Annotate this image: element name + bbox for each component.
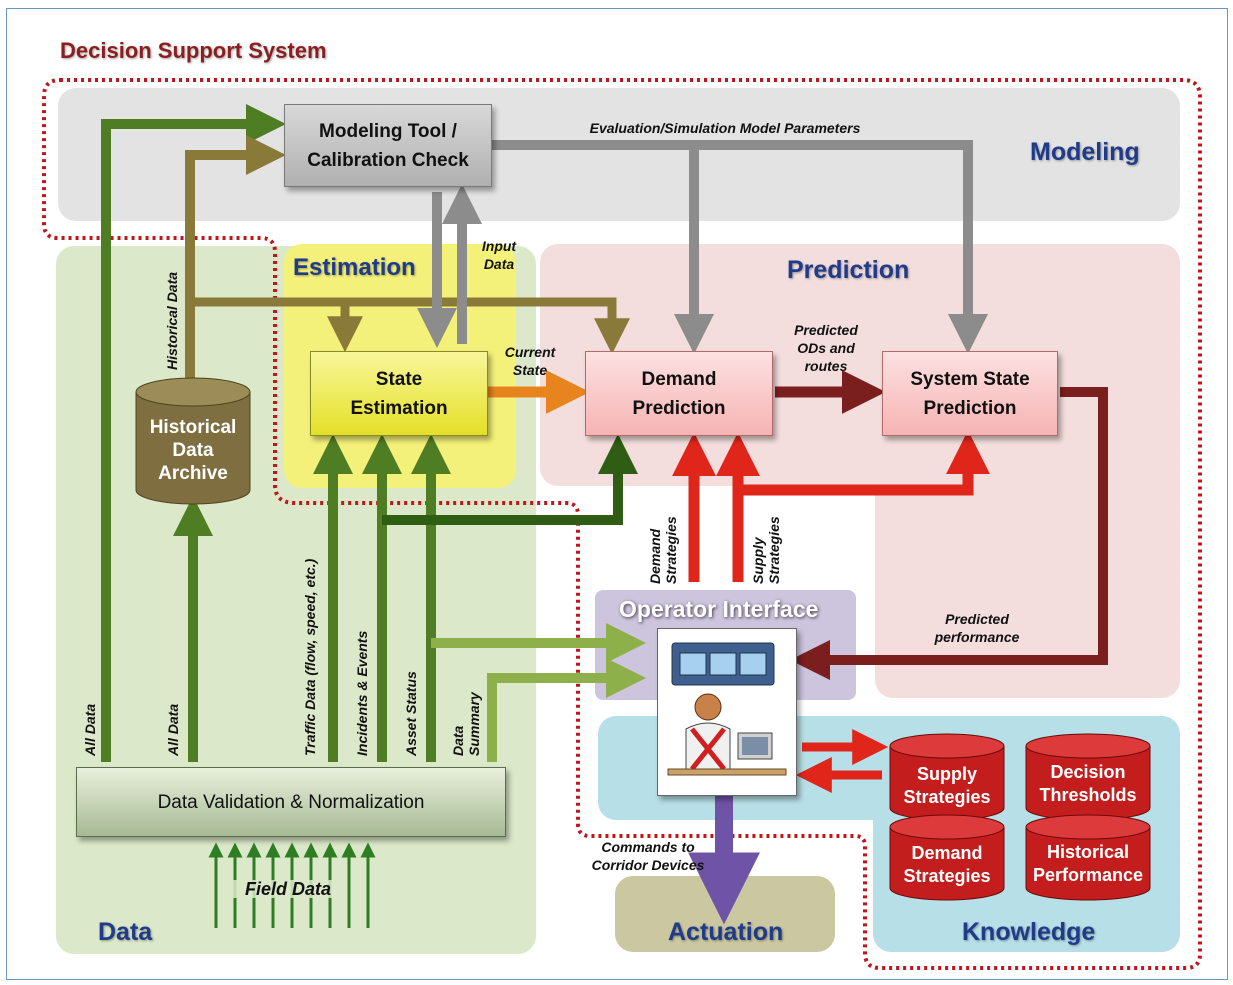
modeling-tool-box[interactable]: Modeling Tool / Calibration Check: [284, 104, 492, 187]
decision-thresholds-label[interactable]: Decision Thresholds: [1039, 762, 1137, 805]
knowledge-label: Knowledge: [962, 918, 1096, 946]
operator-interface-label: Operator Interface: [619, 596, 819, 622]
commands-label: Commands to Corridor Devices: [591, 839, 705, 873]
operator-icon: [667, 642, 787, 776]
incidents-to-demand-arrow: [382, 434, 638, 525]
data-summary-label: Data Summary: [450, 692, 482, 756]
current-state-label: Current State: [504, 344, 556, 378]
field-data-label: Field Data: [230, 880, 346, 898]
all-data-arrow: [101, 104, 286, 762]
historical-data-to-prediction-arrow: [190, 297, 630, 355]
eval-params-label: Evaluation/Simulation Model Parameters: [589, 120, 861, 136]
estimation-label: Estimation: [293, 254, 416, 281]
prediction-region-lower: [875, 400, 1180, 698]
demand-prediction-box[interactable]: Demand Prediction: [585, 351, 773, 436]
incidents-events-label: Incidents & Events: [354, 630, 370, 756]
actuation-label: Actuation: [668, 918, 784, 946]
predicted-ods-label: Predicted ODs and routes: [794, 322, 858, 374]
supply-strategies-store: [889, 733, 1005, 821]
system-state-prediction-box[interactable]: System State Prediction: [882, 351, 1058, 436]
all-data-label-2: All Data: [165, 703, 181, 756]
demand-strategies-label[interactable]: Demand Strategies: [903, 843, 991, 886]
historical-performance-label[interactable]: Historical Performance: [1032, 842, 1144, 885]
asset-status-label: Asset Status: [403, 671, 419, 756]
data-label: Data: [98, 918, 153, 946]
prediction-label: Prediction: [787, 256, 910, 284]
diagram-title: Decision Support System: [60, 38, 327, 63]
all-data-label-1: All Data: [82, 703, 98, 756]
demand-strategies-flow-label: Demand Strategies: [647, 516, 679, 584]
predicted-performance-label: Predicted performance: [934, 611, 1020, 645]
historical-performance-store: [1025, 814, 1151, 901]
demand-strategies-store: [889, 814, 1005, 901]
supply-to-system-arrow: [738, 430, 990, 496]
operator-workstation-image[interactable]: [657, 628, 797, 796]
data-summary-arrow: [487, 658, 646, 762]
decision-thresholds-store: [1025, 733, 1151, 821]
eval-params-line: [492, 140, 988, 354]
traffic-data-label: Traffic Data (flow, speed, etc.): [302, 558, 318, 756]
predicted-performance-arrow: [790, 387, 1108, 680]
data-validation-box[interactable]: Data Validation & Normalization: [76, 767, 506, 837]
historical-archive-label: Historical Data Archive: [149, 417, 237, 484]
supply-strategies-label[interactable]: Supply Strategies: [903, 764, 991, 807]
historical-data-label: Historical Data: [164, 271, 180, 370]
modeling-label: Modeling: [1030, 138, 1140, 166]
diagram-frame: [6, 8, 1228, 980]
supply-strategies-flow-label: Supply Strategies: [750, 516, 782, 584]
input-data-label: Input Data: [481, 238, 517, 272]
state-estimation-box[interactable]: State Estimation: [310, 351, 488, 436]
